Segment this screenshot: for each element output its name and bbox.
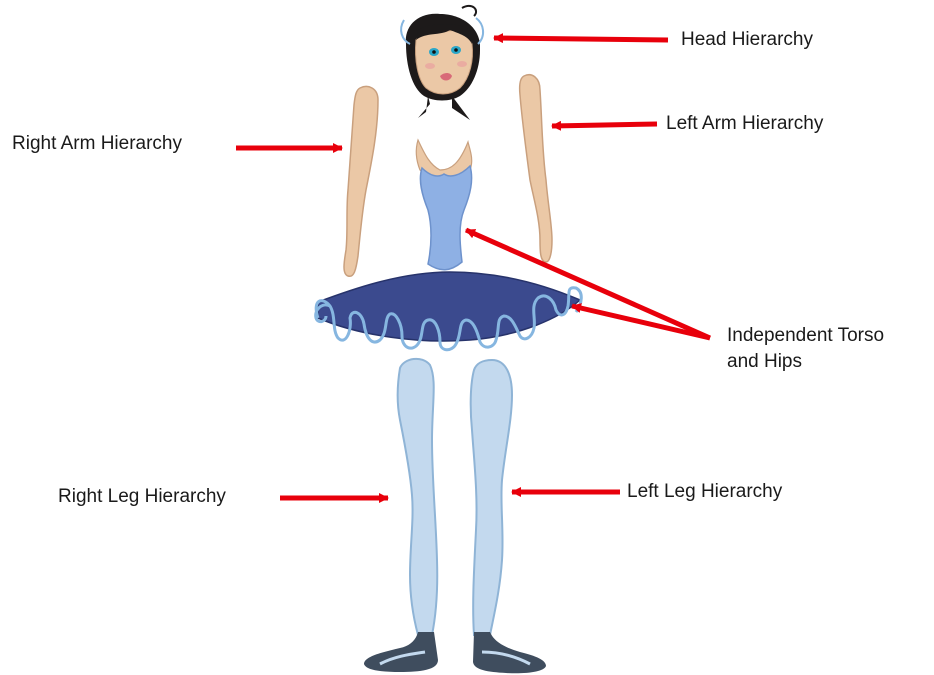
left-arm xyxy=(520,75,552,262)
left-leg-hierarchy-label: Left Leg Hierarchy xyxy=(627,480,782,504)
arrow-hips xyxy=(572,306,710,338)
torso-hips-label-line2: and Hips xyxy=(727,350,802,374)
right-arm xyxy=(344,87,378,277)
arrow-left-arm xyxy=(552,124,657,126)
right-shoe xyxy=(364,632,438,672)
right-leg xyxy=(398,359,438,635)
left-shoe xyxy=(473,632,546,673)
left-leg xyxy=(471,360,512,635)
right-leg-hierarchy-label: Right Leg Hierarchy xyxy=(58,485,226,509)
hips-tutu xyxy=(316,272,582,350)
left-arm-hierarchy-label: Left Arm Hierarchy xyxy=(666,112,823,136)
ballerina-puppet-illustration xyxy=(316,6,582,673)
torso-hips-label-line1: Independent Torso xyxy=(727,324,884,348)
arrow-head xyxy=(494,38,668,40)
head xyxy=(401,6,483,120)
torso xyxy=(420,166,471,270)
head-hierarchy-label: Head Hierarchy xyxy=(681,28,813,52)
right-arm-hierarchy-label: Right Arm Hierarchy xyxy=(12,132,182,156)
